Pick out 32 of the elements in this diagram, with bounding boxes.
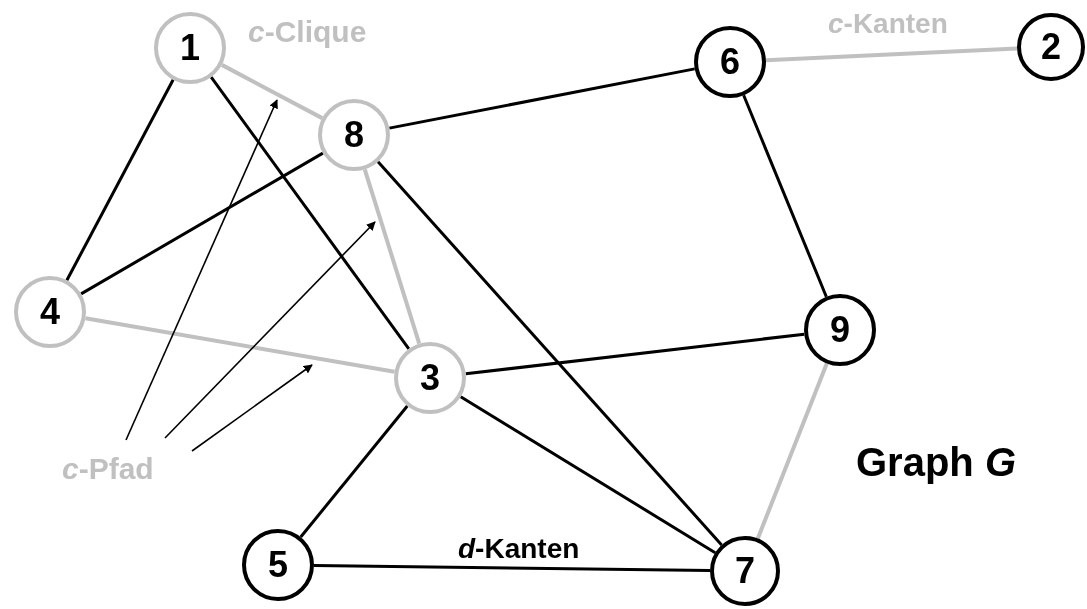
graph-edge [459,395,716,554]
graph-vertex: 6 [694,26,766,98]
graph-edge [85,316,395,374]
graph-edge [313,563,710,573]
graph-edge [755,362,829,540]
graph-edge [65,79,175,281]
graph-vertex: 2 [1017,13,1085,81]
group-label: c-Clique [248,17,367,47]
graph-edge [299,405,409,538]
graph-title: Graph G [856,442,1017,482]
graph-vertex: 1 [154,12,226,84]
graph-vertex: 7 [710,536,780,606]
graph-edge [742,94,828,298]
annotation-label: c-Pfad [62,454,154,484]
graph-edge [465,332,805,376]
edge-label: d-Kanten [458,535,580,563]
graph-edge [362,168,422,345]
graph-edge [209,76,411,350]
edge-label: c-Kanten [828,10,948,38]
graph-edge [389,67,695,130]
graph-edge [220,63,324,120]
graph-edge [765,46,1018,63]
graph-vertex: 4 [14,276,86,348]
leader-arrow [125,99,278,441]
graph-vertex: 8 [318,99,390,171]
graph-vertex: 9 [804,294,876,366]
graph-vertex: 5 [242,529,314,601]
graph-edge [376,160,723,546]
leader-arrow [164,221,376,439]
graph-edge [80,151,324,296]
leader-arrow [191,364,313,452]
graph-vertex: 3 [394,342,466,414]
